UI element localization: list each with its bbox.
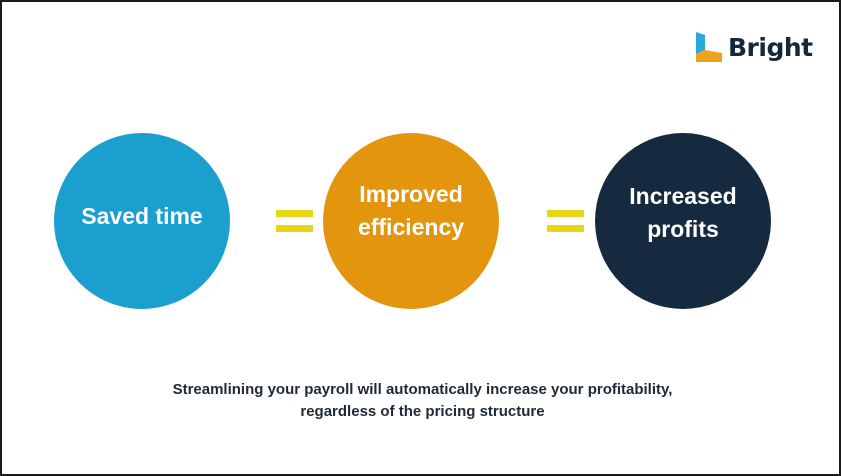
equals-bar-bottom bbox=[547, 225, 584, 232]
circle-increased-profits: Increased profits bbox=[595, 133, 771, 309]
equals-bar-top bbox=[547, 210, 584, 217]
circle-improved-efficiency: Improved efficiency bbox=[323, 133, 499, 309]
equals-bar-bottom bbox=[276, 225, 313, 232]
caption: Streamlining your payroll will automatic… bbox=[62, 379, 783, 423]
caption-line-1: Streamlining your payroll will automatic… bbox=[172, 381, 673, 398]
circle-label: Saved time bbox=[81, 203, 203, 230]
equals-sign bbox=[547, 210, 584, 232]
circle-label: Increased profits bbox=[629, 182, 737, 242]
bright-logo-mark-icon bbox=[696, 32, 722, 62]
brand-logo: Bright bbox=[696, 32, 813, 62]
caption-line-2: regardless of the pricing structure bbox=[300, 402, 545, 420]
circle-saved-time: Saved time bbox=[54, 133, 230, 309]
equals-bar-top bbox=[276, 210, 313, 217]
brand-name: Bright bbox=[728, 32, 813, 62]
equals-sign bbox=[276, 210, 313, 232]
circle-label: Improved efficiency bbox=[357, 180, 465, 240]
